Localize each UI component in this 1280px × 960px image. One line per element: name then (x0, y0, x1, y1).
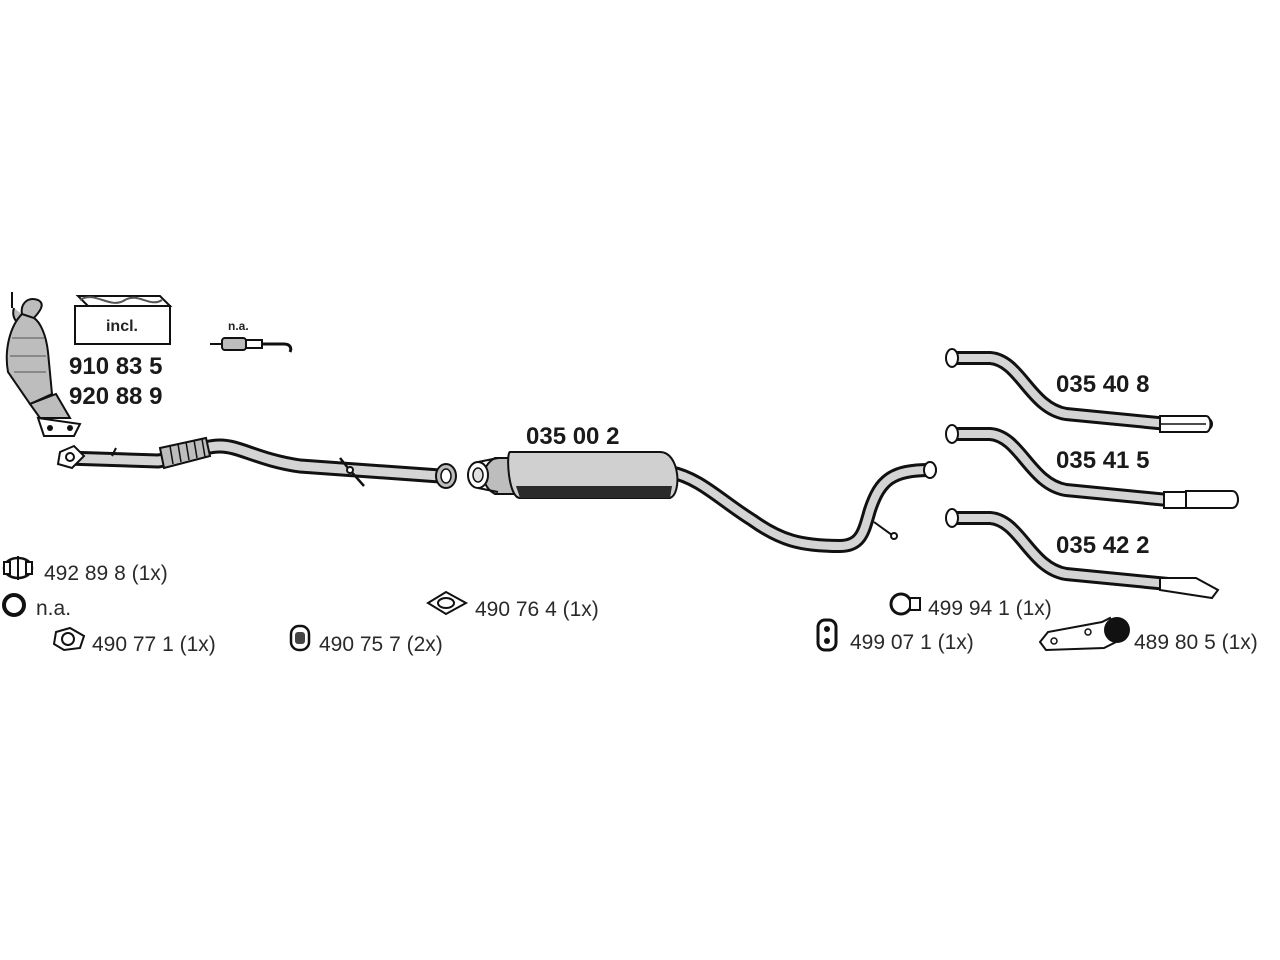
clamp-icon (2, 556, 34, 580)
accessory-label: 499 07 1 (1x) (850, 631, 974, 654)
accessory-label: 489 80 5 (1x) (1134, 631, 1258, 654)
middle-silencer-part-number[interactable]: 035 00 2 (526, 423, 619, 450)
tail-pipe-3-part-number[interactable]: 035 42 2 (1056, 532, 1149, 559)
accessory-label: 490 77 1 (1x) (92, 633, 216, 656)
middle-silencer[interactable] (467, 451, 937, 553)
accessory-label: 490 75 7 (2x) (319, 633, 443, 656)
catalytic-converter[interactable] (5, 292, 82, 437)
sensor-label: n.a. (228, 319, 249, 333)
accessory-label: 490 76 4 (1x) (475, 598, 599, 621)
accessory-label: n.a. (36, 597, 71, 620)
tail-pipe-1-part-number[interactable]: 035 40 8 (1056, 371, 1149, 398)
accessory-ring-gasket[interactable]: n.a. (2, 593, 71, 620)
tail-pipe-1[interactable] (945, 348, 1213, 433)
rubber-hanger-icon (816, 618, 838, 652)
rubber-mount-icon (289, 624, 311, 652)
tail-pipe-2-part-number[interactable]: 035 41 5 (1056, 447, 1149, 474)
pipe-clamp-icon (889, 592, 921, 616)
ring-gasket-icon (2, 593, 26, 617)
accessory-pipe-clamp[interactable]: 499 94 1 (1x) (889, 592, 1052, 620)
flange-gasket-icon (426, 590, 469, 616)
lambda-sensor[interactable]: n.a. (210, 319, 293, 353)
accessory-label: 492 89 8 (1x) (44, 562, 168, 585)
accessory-label: 499 94 1 (1x) (928, 597, 1052, 620)
accessory-mounting-bracket[interactable]: 489 80 5 (1x) (1038, 616, 1258, 654)
catalytic-part-number-2[interactable]: 920 88 9 (69, 383, 162, 410)
included-label: incl. (106, 318, 138, 335)
accessory-flange-gasket[interactable]: 490 76 4 (1x) (426, 590, 599, 621)
tail-pipe-3[interactable] (945, 508, 1220, 600)
accessory-gasket[interactable]: 490 77 1 (1x) (52, 626, 216, 656)
mounting-bracket-icon (1038, 616, 1130, 652)
gasket-icon (52, 626, 86, 652)
front-pipe[interactable] (56, 436, 457, 489)
accessory-rubber-mount[interactable]: 490 75 7 (2x) (289, 624, 443, 656)
tail-pipe-2[interactable] (945, 424, 1239, 509)
catalytic-part-number-1[interactable]: 910 83 5 (69, 353, 162, 380)
accessory-rubber-hanger[interactable]: 499 07 1 (1x) (816, 618, 974, 654)
accessory-clamp[interactable]: 492 89 8 (1x) (2, 556, 168, 585)
included-parts-box[interactable]: incl. (74, 295, 173, 345)
